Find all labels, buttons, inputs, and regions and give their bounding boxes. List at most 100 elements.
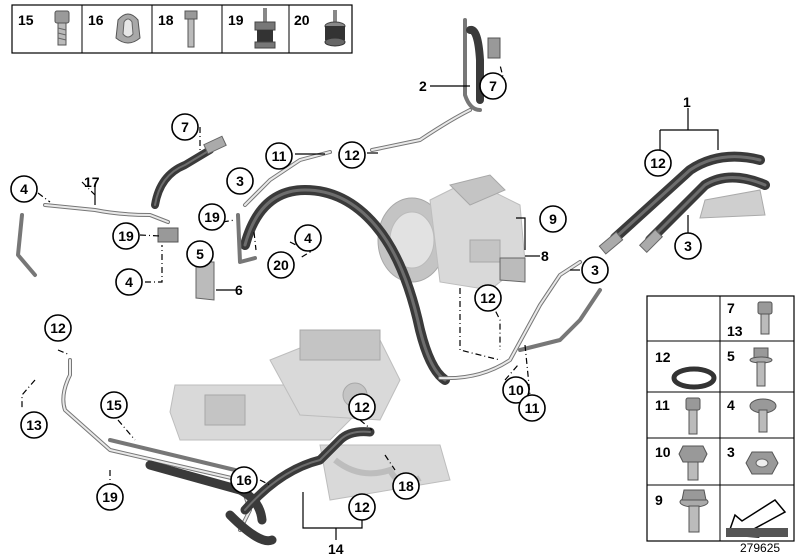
cooling-coil-lower	[61, 358, 375, 546]
socket-head-bolt-icon	[685, 397, 701, 435]
svg-text:12: 12	[50, 320, 66, 336]
callout-12: 12	[644, 149, 672, 177]
steering-gear-ghost	[169, 329, 451, 501]
svg-text:3: 3	[591, 262, 599, 278]
callout-12: 12	[44, 314, 72, 342]
label-2: 2	[419, 78, 427, 94]
legend-number: 3	[727, 444, 735, 460]
line-17	[16, 203, 170, 277]
svg-text:5: 5	[196, 246, 204, 262]
svg-text:12: 12	[354, 399, 370, 415]
callout-15: 15	[100, 391, 128, 419]
label-14: 14	[328, 541, 344, 557]
reference-number: 279625	[740, 541, 780, 555]
callout-16: 16	[230, 466, 258, 494]
svg-text:15: 15	[106, 397, 122, 413]
brackets	[157, 227, 526, 301]
callout-13: 13	[20, 411, 48, 439]
legend-number: 9	[655, 492, 663, 508]
collar-screw-icon	[749, 347, 773, 387]
torx-screw-icon	[749, 398, 777, 433]
hex-nut-icon	[745, 451, 779, 475]
label-17: 17	[84, 174, 100, 190]
callout-7: 7	[171, 113, 199, 141]
bolt-icon	[184, 10, 198, 48]
label-6: 6	[235, 282, 243, 298]
legend-number: 18	[158, 12, 174, 28]
legend-number: 13	[727, 323, 743, 339]
callout-4: 4	[294, 224, 322, 252]
svg-text:4: 4	[20, 181, 28, 197]
svg-text:19: 19	[118, 228, 134, 244]
callout-19: 19	[96, 483, 124, 511]
svg-text:10: 10	[508, 382, 524, 398]
callout-18: 18	[392, 472, 420, 500]
svg-text:12: 12	[344, 147, 360, 163]
pressure-hose-main	[240, 185, 450, 385]
callout-20: 20	[267, 251, 295, 279]
callouts: 12 3 7 7 11 12 3 4 19 19 4 5 20 4 9 3 12…	[10, 72, 702, 557]
svg-text:4: 4	[304, 230, 312, 246]
legend-number: 5	[727, 348, 735, 364]
callout-11: 11	[265, 142, 293, 170]
rubber-mount-icon	[254, 8, 276, 49]
svg-text:20: 20	[273, 257, 289, 273]
screw-icon	[54, 10, 70, 46]
legend-number: 16	[88, 12, 104, 28]
callout-9: 9	[539, 205, 567, 233]
legend-number: 19	[228, 12, 244, 28]
callout-12: 12	[338, 141, 366, 169]
svg-text:13: 13	[26, 417, 42, 433]
expansion-hose-top	[370, 18, 501, 152]
flange-bolt-icon	[679, 489, 709, 533]
label-1: 1	[683, 94, 691, 110]
callout-12: 12	[348, 393, 376, 421]
svg-text:7: 7	[181, 119, 189, 135]
callout-3: 3	[674, 232, 702, 260]
callout-4: 4	[10, 175, 38, 203]
svg-text:19: 19	[102, 489, 118, 505]
callout-19: 19	[112, 222, 140, 250]
svg-text:11: 11	[272, 148, 287, 164]
pipe-upper-center	[236, 150, 332, 264]
callout-4: 4	[115, 268, 143, 296]
hex-socket-screw-icon	[757, 301, 773, 335]
legend-number: 7	[727, 300, 735, 316]
callout-5: 5	[186, 240, 214, 268]
svg-text:11: 11	[525, 400, 540, 416]
side-parts-legend: 7 13 12 5 11 4 10	[646, 295, 795, 542]
svg-text:12: 12	[480, 290, 496, 306]
callout-19: 19	[198, 203, 226, 231]
hex-bolt-icon	[678, 445, 708, 481]
clip-icon	[115, 13, 141, 44]
legend-number: 11	[655, 397, 670, 413]
legend-number: 12	[655, 349, 671, 365]
svg-text:3: 3	[684, 238, 692, 254]
svg-text:18: 18	[398, 478, 414, 494]
svg-text:19: 19	[204, 209, 220, 225]
callout-12: 12	[348, 493, 376, 521]
svg-text:7: 7	[489, 78, 497, 94]
svg-text:4: 4	[125, 274, 133, 290]
callout-7: 7	[479, 72, 507, 100]
o-ring-icon	[671, 366, 717, 390]
callout-11: 11	[518, 394, 546, 422]
hose-left-upper	[151, 135, 227, 209]
top-parts-legend: 15 16 18 19 20	[11, 4, 353, 54]
arrow-symbol-icon	[726, 499, 788, 538]
callout-3: 3	[226, 167, 254, 195]
rubber-bushing-icon	[324, 10, 346, 47]
legend-number: 4	[727, 397, 735, 413]
callout-3: 3	[581, 256, 609, 284]
svg-text:16: 16	[236, 472, 252, 488]
svg-text:12: 12	[650, 155, 666, 171]
label-8: 8	[541, 248, 549, 264]
callout-10: 10	[502, 376, 530, 404]
return-hoses-right	[598, 151, 770, 255]
svg-text:9: 9	[549, 211, 557, 227]
legend-number: 10	[655, 444, 671, 460]
pipe-right-middle	[438, 260, 602, 381]
svg-text:12: 12	[354, 499, 370, 515]
legend-number: 20	[294, 12, 310, 28]
